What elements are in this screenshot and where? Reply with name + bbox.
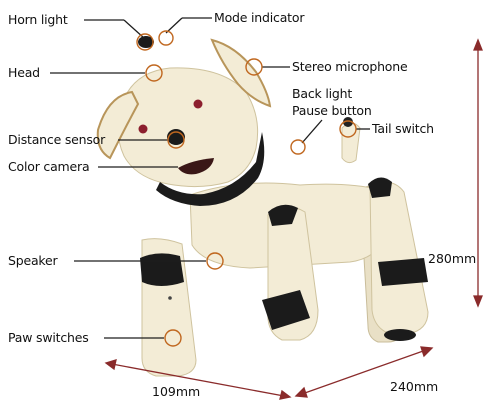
label-stereo-microphone: Stereo microphone bbox=[292, 59, 407, 74]
left-eye bbox=[139, 125, 148, 134]
robot-dog-illustration bbox=[98, 36, 428, 376]
label-horn-light: Horn light bbox=[8, 12, 68, 27]
rear-leg-band bbox=[378, 258, 428, 286]
label-head: Head bbox=[8, 65, 40, 80]
label-mode-indicator: Mode indicator bbox=[214, 10, 304, 25]
label-color-camera: Color camera bbox=[8, 159, 89, 174]
width-arrow-right bbox=[280, 391, 290, 399]
rear-leg bbox=[370, 182, 428, 334]
dimension-length: 240mm bbox=[390, 379, 438, 394]
dimension-height: 280mm bbox=[428, 251, 476, 266]
dimension-width: 109mm bbox=[152, 384, 200, 399]
speaker-band bbox=[140, 253, 184, 286]
pause-button-line bbox=[302, 120, 322, 143]
label-tail-switch: Tail switch bbox=[372, 121, 434, 136]
width-arrow-left bbox=[106, 360, 116, 369]
paw-small-dot bbox=[168, 296, 172, 300]
height-arrow-bottom bbox=[474, 296, 482, 306]
right-eye bbox=[194, 100, 203, 109]
label-back-light: Back light bbox=[292, 86, 352, 101]
label-pause-button: Pause button bbox=[292, 103, 372, 118]
pause-button-marker bbox=[291, 140, 305, 154]
mode-indicator-marker bbox=[159, 31, 173, 45]
label-distance-sensor: Distance sensor bbox=[8, 132, 105, 147]
label-paw-switches: Paw switches bbox=[8, 330, 89, 345]
length-arrow-right bbox=[421, 347, 432, 356]
length-arrow-left bbox=[296, 388, 307, 397]
rear-joint bbox=[368, 177, 392, 198]
label-speaker: Speaker bbox=[8, 253, 57, 268]
rear-paw bbox=[384, 329, 416, 341]
height-arrow-top bbox=[474, 40, 482, 50]
